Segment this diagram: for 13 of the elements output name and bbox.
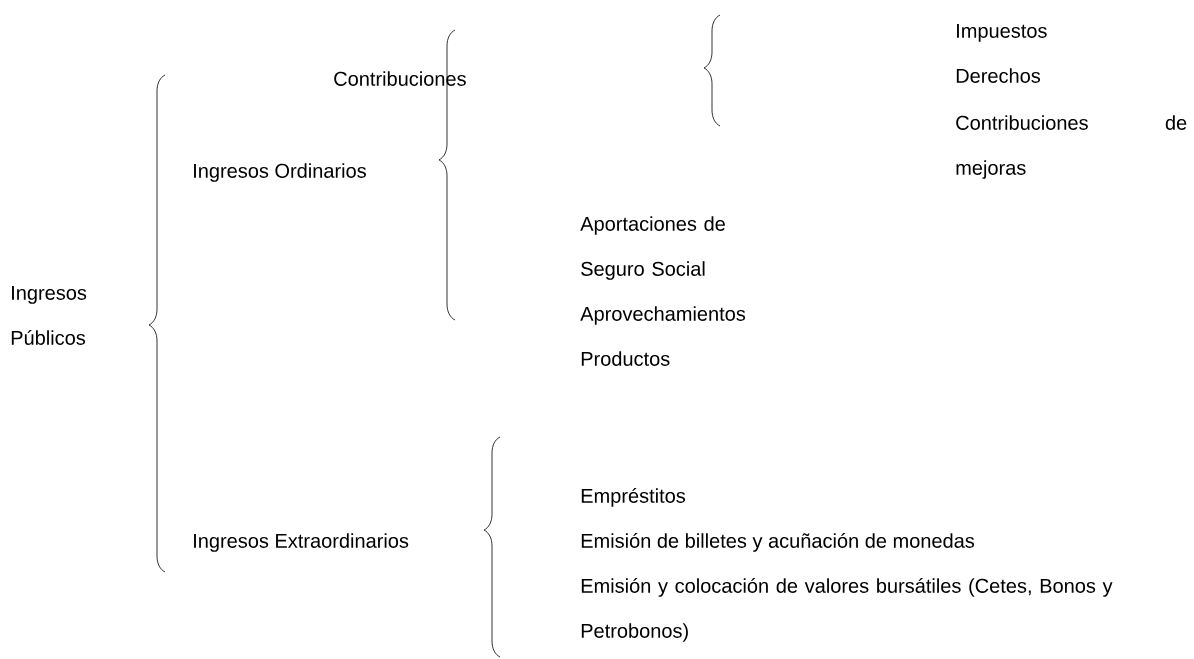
category-label: Productos (581, 351, 670, 366)
category-label: Impuestos (957, 23, 1047, 42)
category-label: Emisión y colocación de valores bursátiles (Cetes, Bonos y Petrobonos) (581, 577, 1113, 642)
category-label: Contribuciones (334, 71, 466, 86)
category-label: Emisión de billetes y acuñación de monedas (581, 532, 975, 552)
category-label: Derechos (956, 68, 1041, 83)
category-label: Ingresos Extraordinarios (194, 533, 409, 552)
category-label: Aportaciones de Seguro Social (580, 216, 725, 280)
category-label: Aprovechamientos (580, 306, 746, 325)
category-label: Contribuciones de mejoras (956, 115, 1187, 179)
category-label: Ingresos Ordinarios (194, 163, 366, 182)
category-label: Ingresos Públicos (11, 285, 87, 345)
category-label: Empréstitos (581, 487, 686, 507)
